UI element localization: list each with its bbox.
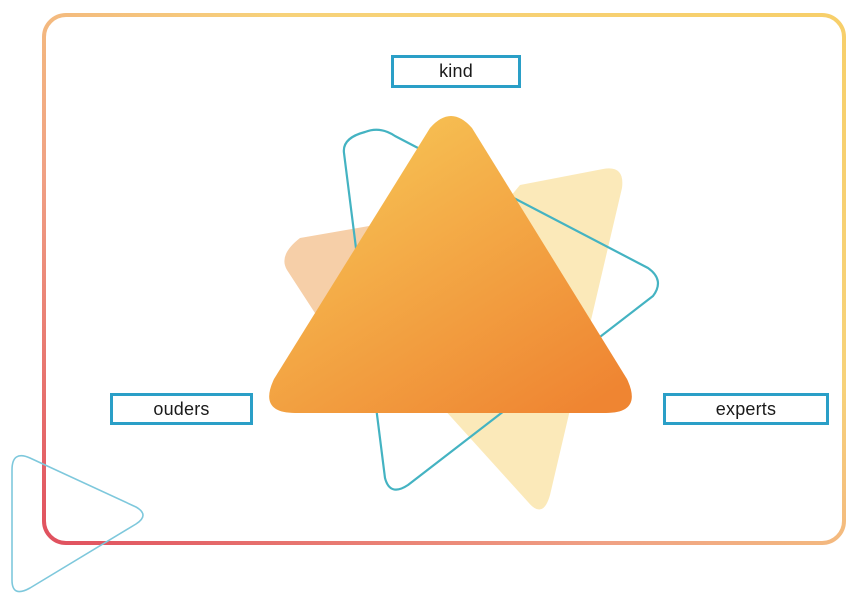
light-blue-outline-triangle (12, 456, 143, 592)
label-ouders-text: ouders (153, 399, 209, 420)
label-kind: kind (391, 55, 521, 88)
label-ouders: ouders (110, 393, 253, 425)
label-experts: experts (663, 393, 829, 425)
label-experts-text: experts (716, 399, 776, 420)
label-kind-text: kind (439, 61, 473, 82)
